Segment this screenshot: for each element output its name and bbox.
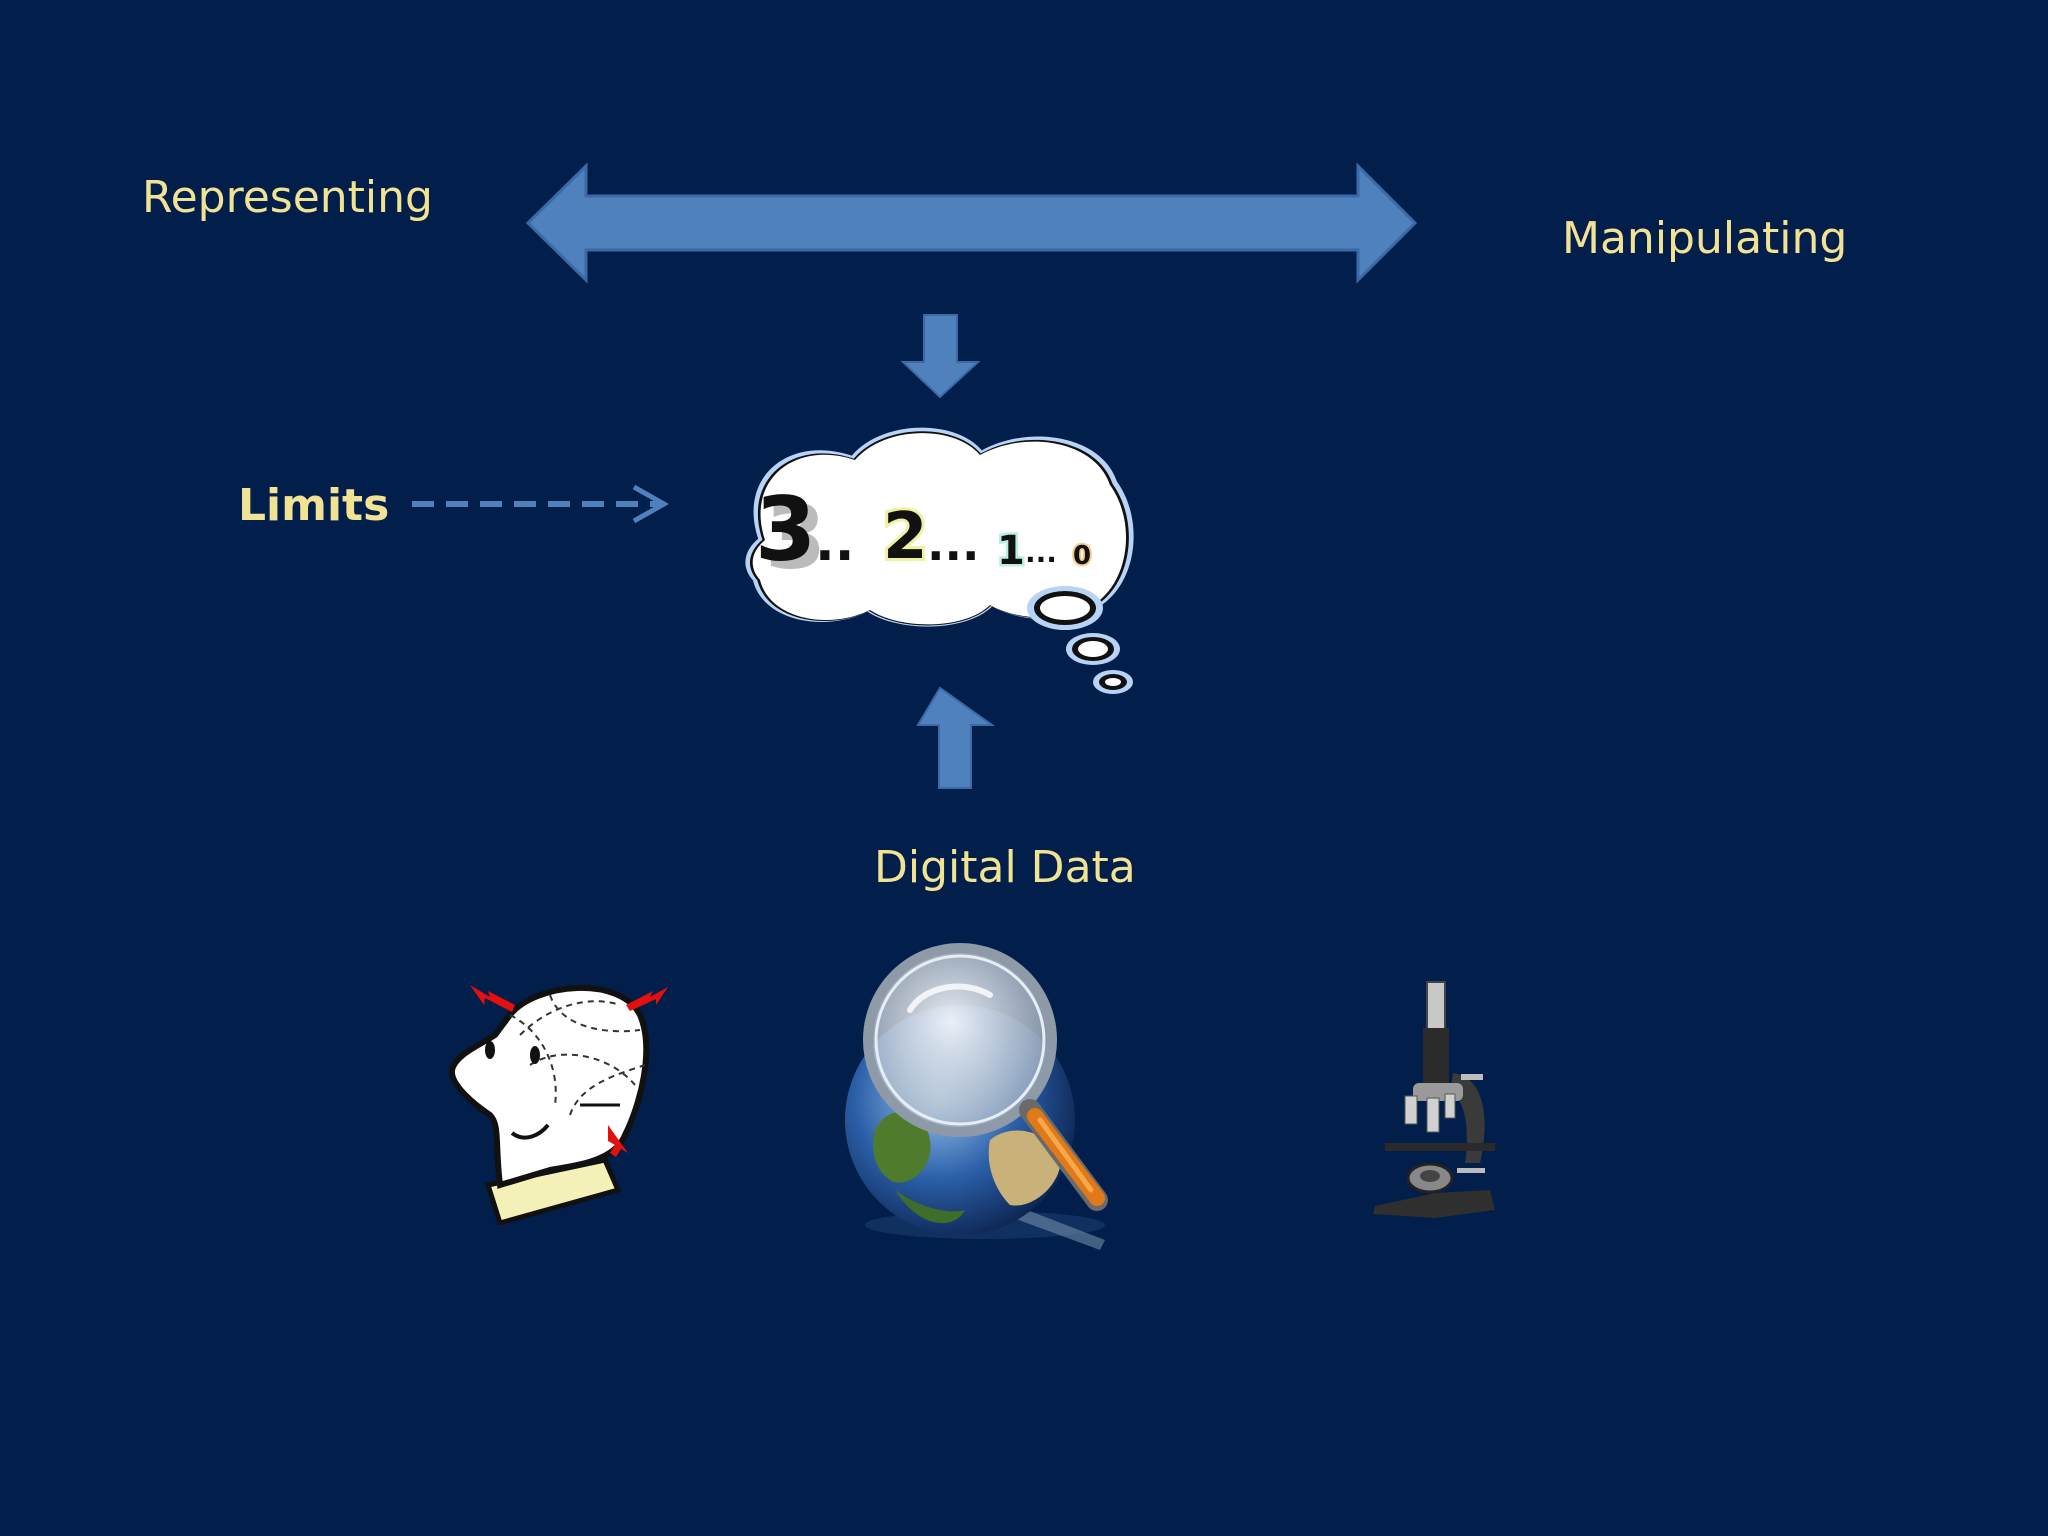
thought-bubble-icon: 3 3 .. 2 ... 1 ... 0 [745,427,1134,694]
globe-magnifier-icon [845,943,1108,1250]
countdown-3: 3 [755,478,816,581]
microscope-icon [1373,981,1495,1218]
countdown-1: 1 [997,528,1025,574]
dashed-arrow-icon [412,484,670,524]
limits-label: Limits [238,480,390,531]
digital-data-label: Digital Data [874,842,1136,893]
countdown-0: 0 [1073,541,1091,571]
thinking-head-icon [448,985,668,1225]
down-arrow-icon [900,314,981,399]
countdown-dots-3: ... [1025,536,1057,569]
countdown-3-shadow: 3 [765,486,826,589]
up-arrow-icon [916,686,996,789]
countdown-dots-2: ... [927,517,979,571]
countdown-2: 2 [883,500,928,574]
representing-label: Representing [142,172,433,223]
countdown-dots-1: .. [815,513,855,573]
double-arrow-icon [525,162,1418,284]
manipulating-label: Manipulating [1562,213,1848,264]
